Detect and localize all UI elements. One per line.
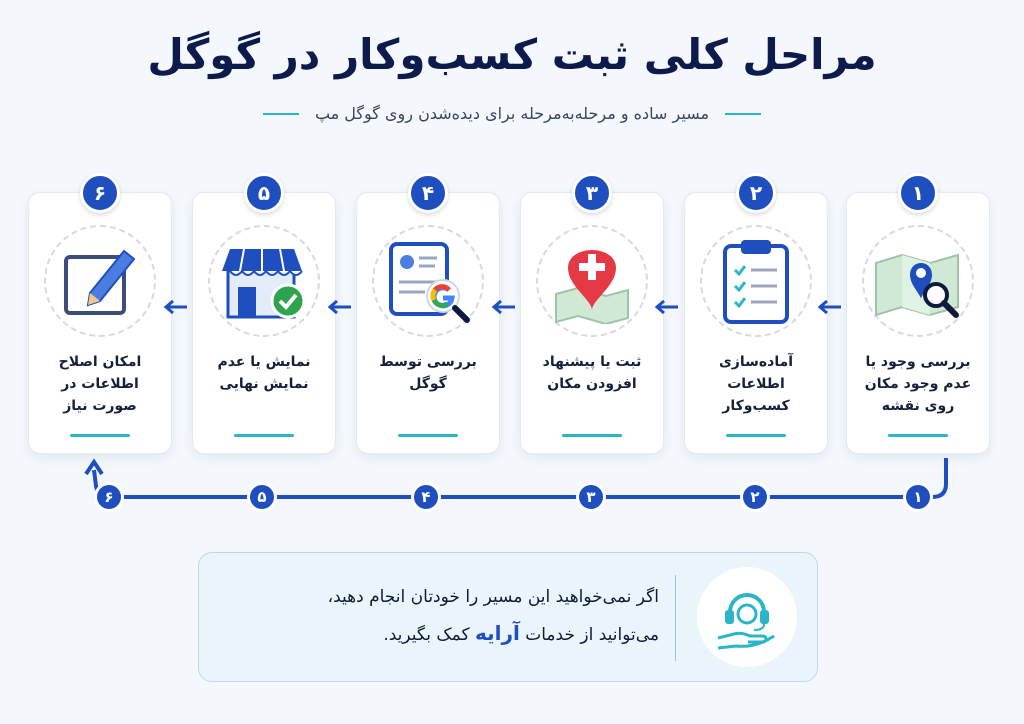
add-location-pin-icon [536, 225, 648, 337]
arrow-left-icon [654, 300, 678, 314]
track-step-dot: ۶ [94, 482, 124, 512]
step-number-badge: ۶ [80, 173, 120, 213]
step-number-badge: ۴ [408, 173, 448, 213]
step-label: امکان اصلاح اطلاعات در صورت نیاز [58, 354, 142, 414]
subtitle-divider-left [262, 112, 299, 115]
step-underline [70, 434, 130, 437]
callout-line-2-end: کمک بگیرید. [383, 625, 470, 645]
step-label: ثبت یا پیشنهاد افزودن مکان [542, 354, 642, 392]
track-step-dot: ۳ [576, 482, 606, 512]
step-underline [888, 434, 948, 437]
callout-line-2: می‌توانید از خدمات آرایه کمک بگیرید. [239, 615, 659, 653]
step-underline [398, 434, 458, 437]
step-card-3: ۳ ثبت یا پیشنهاد افزودن مکان [520, 173, 664, 454]
step-underline [562, 434, 622, 437]
step-underline [234, 434, 294, 437]
arrow-left-icon [163, 300, 187, 314]
callout-line-2-start: می‌توانید از خدمات [525, 625, 659, 645]
support-callout: اگر نمی‌خواهید این مسیر را خودتان انجام … [198, 552, 818, 682]
document-google-search-icon [372, 225, 484, 337]
arrow-left-icon [491, 300, 515, 314]
callout-text: اگر نمی‌خواهید این مسیر را خودتان انجام … [239, 579, 659, 653]
step-number-badge: ۱ [898, 173, 938, 213]
step-label: نمایش یا عدم نمایش نهایی [217, 354, 311, 392]
step-card-2: ۲ آماده‌سازی اطلاعات کسب‌وکار [684, 173, 828, 454]
step-card-5: ۵ نمایش یا عدم نمایش نهایی [192, 173, 336, 454]
track-step-dot: ۲ [740, 482, 770, 512]
step-card-1: ۱ بررسی وجود یا عدم وجود مکان روی نقشه [846, 173, 990, 454]
step-number-badge: ۲ [736, 173, 776, 213]
subtitle-divider-right [725, 112, 762, 115]
arrow-left-icon [817, 300, 841, 314]
step-number-badge: ۳ [572, 173, 612, 213]
callout-divider [675, 575, 676, 661]
page-subtitle: مسیر ساده و مرحله‌به‌مرحله برای دیده‌شدن… [314, 104, 710, 123]
track-step-dot: ۱ [903, 482, 933, 512]
subtitle-row: مسیر ساده و مرحله‌به‌مرحله برای دیده‌شدن… [0, 104, 1024, 123]
step-card-6: ۶ امکان اصلاح اطلاعات در صورت نیاز [28, 173, 172, 454]
storefront-check-icon [208, 225, 320, 337]
step-card-4: ۴ بررسی توسط گوگل [356, 173, 500, 454]
flow-track [84, 458, 948, 499]
step-underline [726, 434, 786, 437]
track-step-dot: ۵ [247, 482, 277, 512]
step-label: بررسی توسط گوگل [379, 354, 477, 392]
callout-line-1: اگر نمی‌خواهید این مسیر را خودتان انجام … [327, 587, 659, 607]
clipboard-checklist-icon [700, 225, 812, 337]
track-step-dot: ۴ [411, 482, 441, 512]
arrow-left-icon [327, 300, 351, 314]
map-search-icon [862, 225, 974, 337]
support-headset-hand-icon [697, 567, 797, 667]
step-label: آماده‌سازی اطلاعات کسب‌وکار [718, 354, 794, 414]
step-number-badge: ۵ [244, 173, 284, 213]
page-title: مراحل کلی ثبت کسب‌وکار در گوگل [147, 30, 877, 79]
step-label: بررسی وجود یا عدم وجود مکان روی نقشه [864, 354, 972, 414]
brand-name: آرایه [474, 621, 520, 645]
edit-pencil-icon [44, 225, 156, 337]
